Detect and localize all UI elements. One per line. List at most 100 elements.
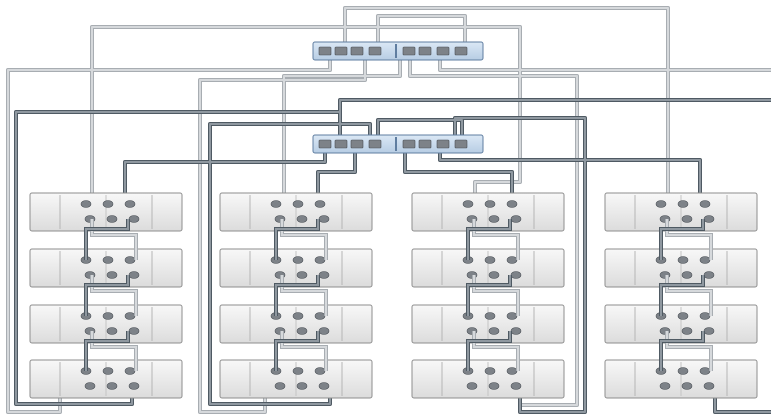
shelf-port (510, 215, 522, 223)
shelf-port (506, 256, 518, 264)
disk-shelf (604, 192, 758, 232)
shelf-port (703, 382, 715, 390)
shelf-port (102, 200, 114, 208)
shelf-port (106, 271, 118, 279)
shelf-port (699, 367, 711, 375)
shelf-port (510, 327, 522, 335)
controller-port (454, 46, 468, 56)
controller-port (368, 46, 382, 56)
controller-port (318, 46, 332, 56)
shelf-port (314, 200, 326, 208)
shelf-port (699, 200, 711, 208)
shelf-port (106, 327, 118, 335)
light-cable (408, 60, 579, 407)
shelf-port (296, 215, 308, 223)
shelf-port (655, 200, 667, 208)
shelf-port (510, 382, 522, 390)
shelf-port (703, 215, 715, 223)
disk-shelf (29, 304, 183, 344)
shelf-port (484, 312, 496, 320)
shelf-port (270, 200, 282, 208)
light-cable-group (6, 6, 771, 414)
shelf-port (466, 382, 478, 390)
shelf-port (681, 215, 693, 223)
shelf-port (703, 327, 715, 335)
shelf-port (296, 327, 308, 335)
disk-shelf (411, 304, 565, 344)
controller-port (318, 139, 332, 149)
shelf-port (506, 367, 518, 375)
disk-shelf (219, 248, 373, 288)
disk-shelf (604, 248, 758, 288)
shelf-port (106, 382, 118, 390)
shelf-port (681, 271, 693, 279)
controller-port (418, 139, 432, 149)
disk-shelf (29, 248, 183, 288)
shelf-port (314, 312, 326, 320)
disk-shelf (411, 192, 565, 232)
disk-shelf (219, 304, 373, 344)
shelf-port (128, 382, 140, 390)
shelf-port (80, 200, 92, 208)
controller-tray-bottom (312, 134, 484, 154)
controller-port (418, 46, 432, 56)
shelf-port (484, 256, 496, 264)
shelf-port (510, 271, 522, 279)
shelf-port (318, 327, 330, 335)
controller-port (402, 46, 416, 56)
shelf-port (462, 200, 474, 208)
shelf-port (124, 367, 136, 375)
shelf-port (318, 215, 330, 223)
shelf-port (274, 382, 286, 390)
controller-port (368, 139, 382, 149)
shelf-port (488, 271, 500, 279)
shelf-port (488, 215, 500, 223)
shelf-port (124, 256, 136, 264)
shelf-port (292, 256, 304, 264)
shelf-port (124, 200, 136, 208)
shelf-port (506, 200, 518, 208)
shelf-port (314, 367, 326, 375)
shelf-port (102, 256, 114, 264)
shelf-port (128, 271, 140, 279)
disk-shelf (411, 359, 565, 399)
shelf-port (128, 215, 140, 223)
shelf-port (292, 367, 304, 375)
controller-port (436, 46, 450, 56)
shelf-port (699, 256, 711, 264)
disk-shelf (604, 359, 758, 399)
controller-tray-top (312, 41, 484, 61)
disk-shelf (219, 359, 373, 399)
shelf-jumpers (84, 219, 713, 371)
shelf-port (296, 271, 308, 279)
disk-shelf (29, 192, 183, 232)
shelf-port (488, 382, 500, 390)
dark-cable-group (14, 98, 771, 414)
controller-port (350, 46, 364, 56)
shelf-port (681, 327, 693, 335)
shelf-port (102, 367, 114, 375)
shelf-port (484, 200, 496, 208)
shelf-port (128, 327, 140, 335)
shelf-port (292, 312, 304, 320)
disk-shelves (29, 192, 758, 399)
shelf-port (106, 215, 118, 223)
shelf-port (84, 382, 96, 390)
shelf-port (484, 367, 496, 375)
shelf-port (314, 256, 326, 264)
disk-shelf (604, 304, 758, 344)
shelf-port (659, 382, 671, 390)
shelf-port (102, 312, 114, 320)
shelf-port (318, 382, 330, 390)
shelf-port (699, 312, 711, 320)
controller-port (334, 139, 348, 149)
light-cable (438, 60, 771, 72)
shelf-port (488, 327, 500, 335)
shelf-port (292, 200, 304, 208)
disk-shelf (411, 248, 565, 288)
controller-port (334, 46, 348, 56)
shelf-port (318, 271, 330, 279)
disk-shelf (219, 192, 373, 232)
